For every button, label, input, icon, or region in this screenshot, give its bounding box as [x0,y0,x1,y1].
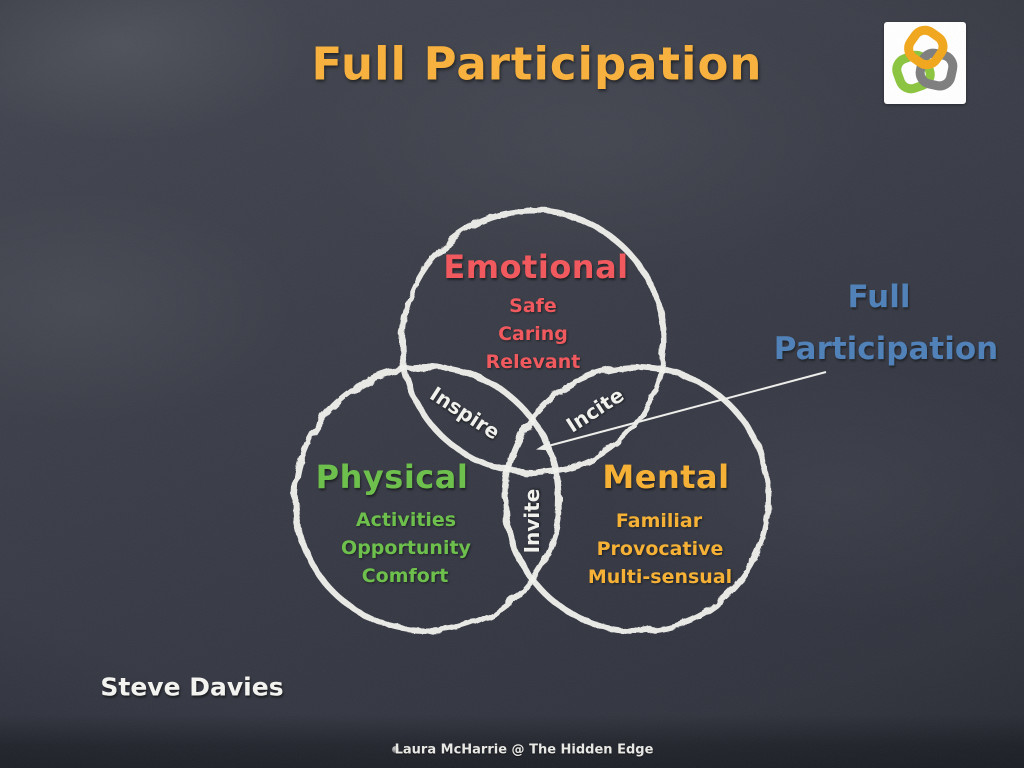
mental-item-familiar: Familiar [615,510,703,532]
slide-title: Full Participation [311,37,763,91]
mental-item-multisensual: Multi-sensual [587,566,733,588]
physical-label: Physical [315,458,469,496]
mental-circle [502,364,772,634]
mental-label: Mental [602,458,730,496]
mental-item-provocative: Provocative [596,538,724,560]
orange-ring [904,25,948,70]
hidden-edge-logo [884,22,966,104]
annotation-line1: Full [847,279,911,315]
overlap-invite-label: Invite [520,488,544,554]
physical-item-opportunity: Opportunity [341,537,471,559]
overlap-inspire-label: Inspire [425,381,505,445]
emotional-item-caring: Caring [498,323,568,345]
three-interlocking-rings-icon [892,25,958,94]
emotional-item-safe: Safe [509,295,557,317]
annotation-line2: Participation [773,331,999,367]
emotional-item-relevant: Relevant [485,351,581,373]
emotional-label: Emotional [443,248,629,286]
physical-item-activities: Activities [355,509,457,531]
footer-credit: Laura McHarrie @ The Hidden Edge [394,742,654,758]
author-name: Steve Davies [100,672,284,702]
physical-item-comfort: Comfort [361,565,449,587]
overlap-incite-label: Incite [561,382,629,438]
